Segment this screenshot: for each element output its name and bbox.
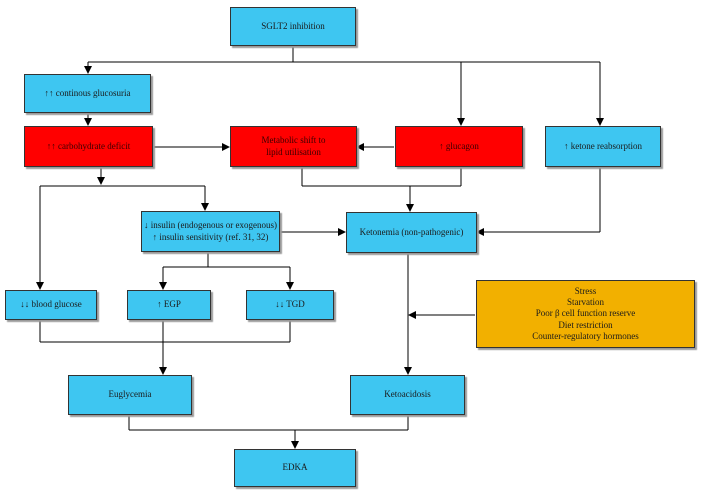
node-blood-glucose: ↓↓ blood glucose: [5, 290, 97, 320]
node-ketone-reabsorption: ↑ ketone reabsorption: [545, 126, 661, 167]
factor-stress: Stress: [574, 285, 597, 296]
node-edka: EDKA: [234, 449, 356, 487]
factor-starvation: Starvation: [567, 297, 604, 308]
node-precipitating-factors: Stress Starvation Poor β cell function r…: [476, 280, 695, 348]
node-egp: ↑ EGP: [127, 290, 211, 320]
node-label: Euglycemia: [108, 389, 152, 400]
node-label-line-1: ↓ insulin (endogenous or exogenous): [144, 220, 277, 231]
factor-beta-cell: Poor β cell function reserve: [535, 308, 636, 319]
node-continuous-glucosuria: ↑↑ continous glucosuria: [24, 74, 151, 113]
node-ketoacidosis: Ketoacidosis: [350, 375, 465, 415]
node-label: ↑↑ carbohydrate deficit: [46, 140, 131, 151]
node-ketonemia: Ketonemia (non-pathogenic): [346, 212, 477, 253]
factor-diet: Diet restriction: [558, 319, 613, 330]
node-label-line-2: lipid utilisation: [266, 146, 321, 157]
node-label: ↑ EGP: [157, 299, 181, 310]
node-label: ↓↓ TGD: [275, 299, 305, 310]
node-label: Ketoacidosis: [384, 389, 431, 400]
node-label: ↓↓ blood glucose: [20, 299, 82, 310]
node-label-line-1: Metabolic shift to: [261, 135, 326, 146]
node-metabolic-shift: Metabolic shift to lipid utilisation: [230, 126, 357, 167]
node-sglt2-inhibition: SGLT2 inhibition: [230, 7, 356, 46]
node-insulin: ↓ insulin (endogenous or exogenous) ↑ in…: [141, 211, 280, 252]
node-glucagon: ↑ glucagon: [395, 126, 523, 167]
node-label-line-2: ↑ insulin sensitivity (ref. 31, 32): [152, 231, 269, 242]
node-label: Ketonemia (non-pathogenic): [359, 226, 464, 237]
node-label: ↑↑ continous glucosuria: [44, 87, 131, 98]
node-label: ↑ glucagon: [439, 140, 479, 151]
node-tgd: ↓↓ TGD: [246, 290, 334, 320]
factor-hormones: Counter-regulatory hormones: [532, 330, 639, 341]
node-carbohydrate-deficit: ↑↑ carbohydrate deficit: [24, 126, 153, 167]
node-label: EDKA: [282, 462, 308, 473]
node-label: SGLT2 inhibition: [261, 20, 325, 31]
node-label: ↑ ketone reabsorption: [564, 140, 642, 151]
node-euglycemia: Euglycemia: [68, 375, 192, 415]
